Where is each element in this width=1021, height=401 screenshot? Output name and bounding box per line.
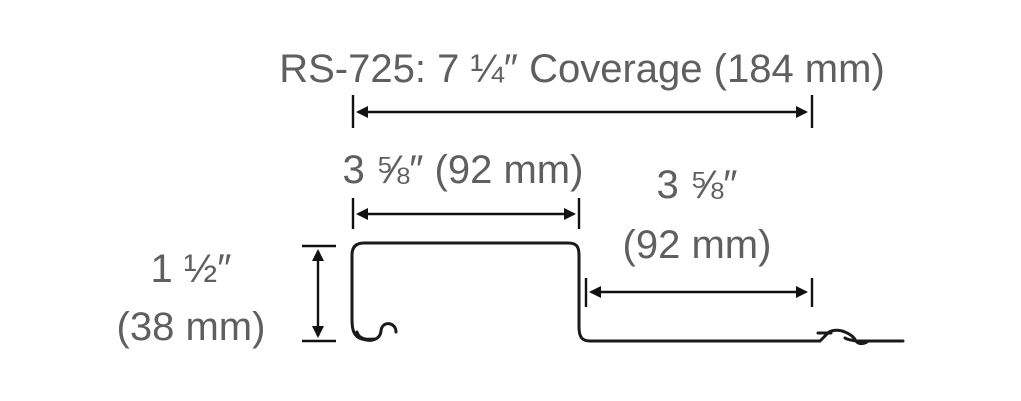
nailing-hem-detail [818, 328, 905, 346]
right-width-label-line1: 3 ⅝″ [657, 163, 738, 207]
left-width-label: 3 ⅝″ (92 mm) [343, 148, 584, 192]
coverage-label: RS-725: 7 ¼″ Coverage (184 mm) [279, 47, 885, 91]
height-label-line1: 1 ½″ [151, 247, 232, 291]
nailing-hem-end-line [843, 336, 875, 343]
height-label-line2: (38 mm) [117, 305, 266, 349]
siding-profile-outline [350, 241, 822, 343]
right-width-label-line2: (92 mm) [623, 223, 772, 267]
siding-profile-inner-return [355, 330, 376, 341]
